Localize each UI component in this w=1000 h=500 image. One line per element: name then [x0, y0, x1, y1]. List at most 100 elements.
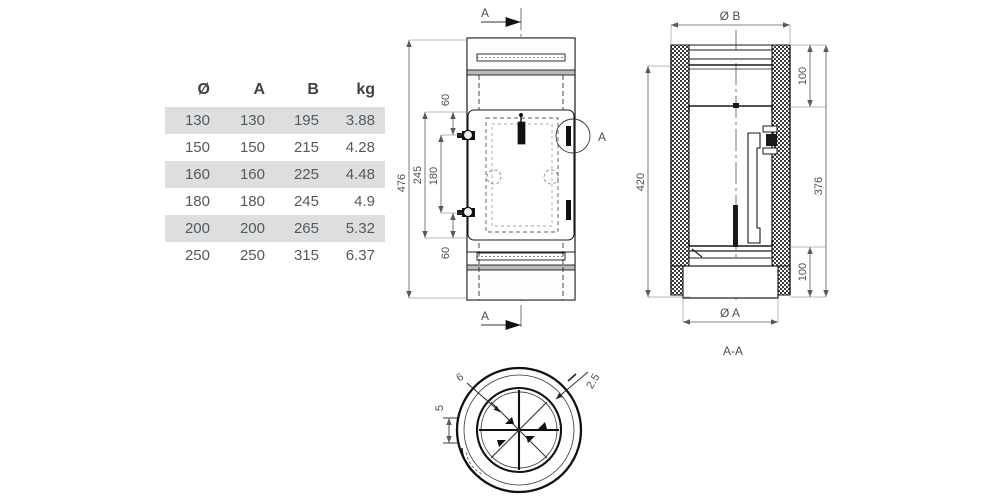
bottom-inner-ring [688, 257, 773, 267]
detail-view: 6 2.5 5 [434, 366, 602, 494]
front-latch-knob [519, 113, 523, 117]
section-door-hinge-bottom [762, 147, 778, 155]
dim-inner-length-376: 376 [790, 44, 829, 298]
front-view: A A [396, 6, 606, 330]
upper-shoulder [688, 105, 773, 112]
hinge-pin-lower [462, 206, 474, 218]
cell-kg: 5.32 [328, 215, 385, 242]
column-header-b: B [307, 81, 319, 98]
cell-b: 215 [293, 139, 319, 156]
front-hinge-lower [457, 206, 475, 218]
detail-flow-arrow-1 [505, 417, 514, 424]
cell-diameter: 130 [165, 107, 220, 134]
lower-tab [691, 248, 703, 258]
dim-label-6: 6 [454, 371, 466, 384]
front-bolt-hole-left [486, 169, 502, 185]
dim-label-diaA: Ø A [720, 306, 740, 320]
dim-bottom-gap: 60 [440, 213, 456, 259]
dim-bottom-collar-100: 100 [790, 246, 826, 297]
detail-grille-ring [475, 386, 563, 474]
dim-label-5: 5 [434, 405, 446, 411]
table-row: 150 150 215 4.28 [165, 134, 385, 161]
detail-spoke-d2 [490, 401, 548, 459]
cell-kg: 3.88 [328, 107, 385, 134]
cell-b: 225 [275, 161, 329, 188]
section-door-hinge-top [762, 125, 778, 133]
bottom-spigot [682, 265, 779, 299]
cell-b: 195 [275, 107, 329, 134]
dim-label-60-top: 60 [440, 94, 452, 106]
cell-b: 245 [293, 193, 319, 210]
section-view-title: A-A [723, 344, 743, 358]
cell-b: 315 [293, 247, 319, 264]
cell-diameter: 160 [165, 161, 220, 188]
dim-hinge-span: 180 [428, 134, 462, 214]
top-inner-ring [688, 49, 773, 60]
section-door-catch [766, 134, 777, 146]
cell-kg: 4.9 [354, 193, 375, 210]
dim-wall-gap: 5 [434, 405, 457, 444]
front-door-frame [467, 109, 575, 241]
cell-a: 200 [220, 215, 275, 242]
cell-a: 160 [220, 161, 275, 188]
dim-label-376: 376 [813, 177, 825, 195]
dim-door-height: 245 [412, 111, 467, 239]
dim-overall-height: 476 [396, 39, 466, 299]
dim-label-245: 245 [412, 166, 424, 184]
leader-line-6 [466, 382, 501, 413]
cell-b: 265 [275, 215, 329, 242]
cell-a: 130 [220, 107, 275, 134]
detail-flow-arrow-4 [497, 440, 506, 447]
spec-table-container: Ø A B kg 130 130 195 3.88 150 150 215 4. [165, 78, 385, 269]
section-label-top: A [481, 6, 489, 20]
cell-diameter: 150 [184, 139, 210, 156]
section-label-bottom: A [481, 309, 489, 323]
detail-flow-arrow-2 [526, 436, 535, 443]
front-bottom-flange [466, 264, 576, 271]
table-row: 130 130 195 3.88 [165, 107, 385, 134]
front-door-inner-dashed [485, 117, 559, 233]
center-baffle [733, 205, 738, 247]
front-hinge-upper [457, 129, 475, 141]
detail-clamp-tail-inner [465, 451, 483, 475]
dim-outer-diameter: Ø B [670, 9, 791, 45]
table-header-row: Ø A B kg [165, 78, 385, 107]
cell-a: 250 [239, 247, 265, 264]
section-marker-bottom: A [481, 309, 521, 330]
detail-flow-arrow-3 [538, 422, 547, 429]
cell-diameter: 200 [165, 215, 220, 242]
dim-label-100-top: 100 [797, 67, 809, 85]
hinge-pin-upper [462, 129, 474, 141]
dim-top-collar-100: 100 [790, 45, 826, 108]
front-top-flange [466, 69, 576, 76]
detail-callout-circle [555, 118, 591, 154]
dim-label-180: 180 [428, 167, 440, 185]
leader-tick-25 [567, 373, 577, 382]
detail-outer-circle-inner [463, 374, 575, 486]
section-door-leaf [747, 132, 761, 244]
dim-label-476: 476 [396, 174, 408, 192]
insulation-left [670, 44, 690, 296]
front-door-latch [517, 121, 526, 145]
column-header-a: A [253, 81, 265, 98]
spec-table: Ø A B kg 130 130 195 3.88 150 150 215 4. [165, 78, 385, 269]
lower-shoulder [688, 240, 773, 247]
upper-center-lug [733, 103, 739, 108]
section-view: Ø B Ø A 420 376 [635, 9, 829, 358]
detail-clamp-tail [461, 447, 481, 478]
table-row: 160 160 225 4.48 [165, 161, 385, 188]
dim-overall-420: 420 [635, 65, 690, 298]
detail-callout-label: A [598, 130, 606, 144]
dim-label-100-bot: 100 [797, 263, 809, 281]
table-row: 180 180 245 4.9 [165, 188, 385, 215]
dim-top-gap: 60 [440, 94, 456, 135]
hinge-tab-upper [457, 133, 463, 138]
cell-diameter: 250 [184, 247, 210, 264]
cell-a: 150 [239, 139, 265, 156]
cell-diameter: 180 [184, 193, 210, 210]
hinge-tab-lower [457, 210, 463, 215]
front-catch-lower [566, 200, 571, 220]
table-row: 200 200 265 5.32 [165, 215, 385, 242]
